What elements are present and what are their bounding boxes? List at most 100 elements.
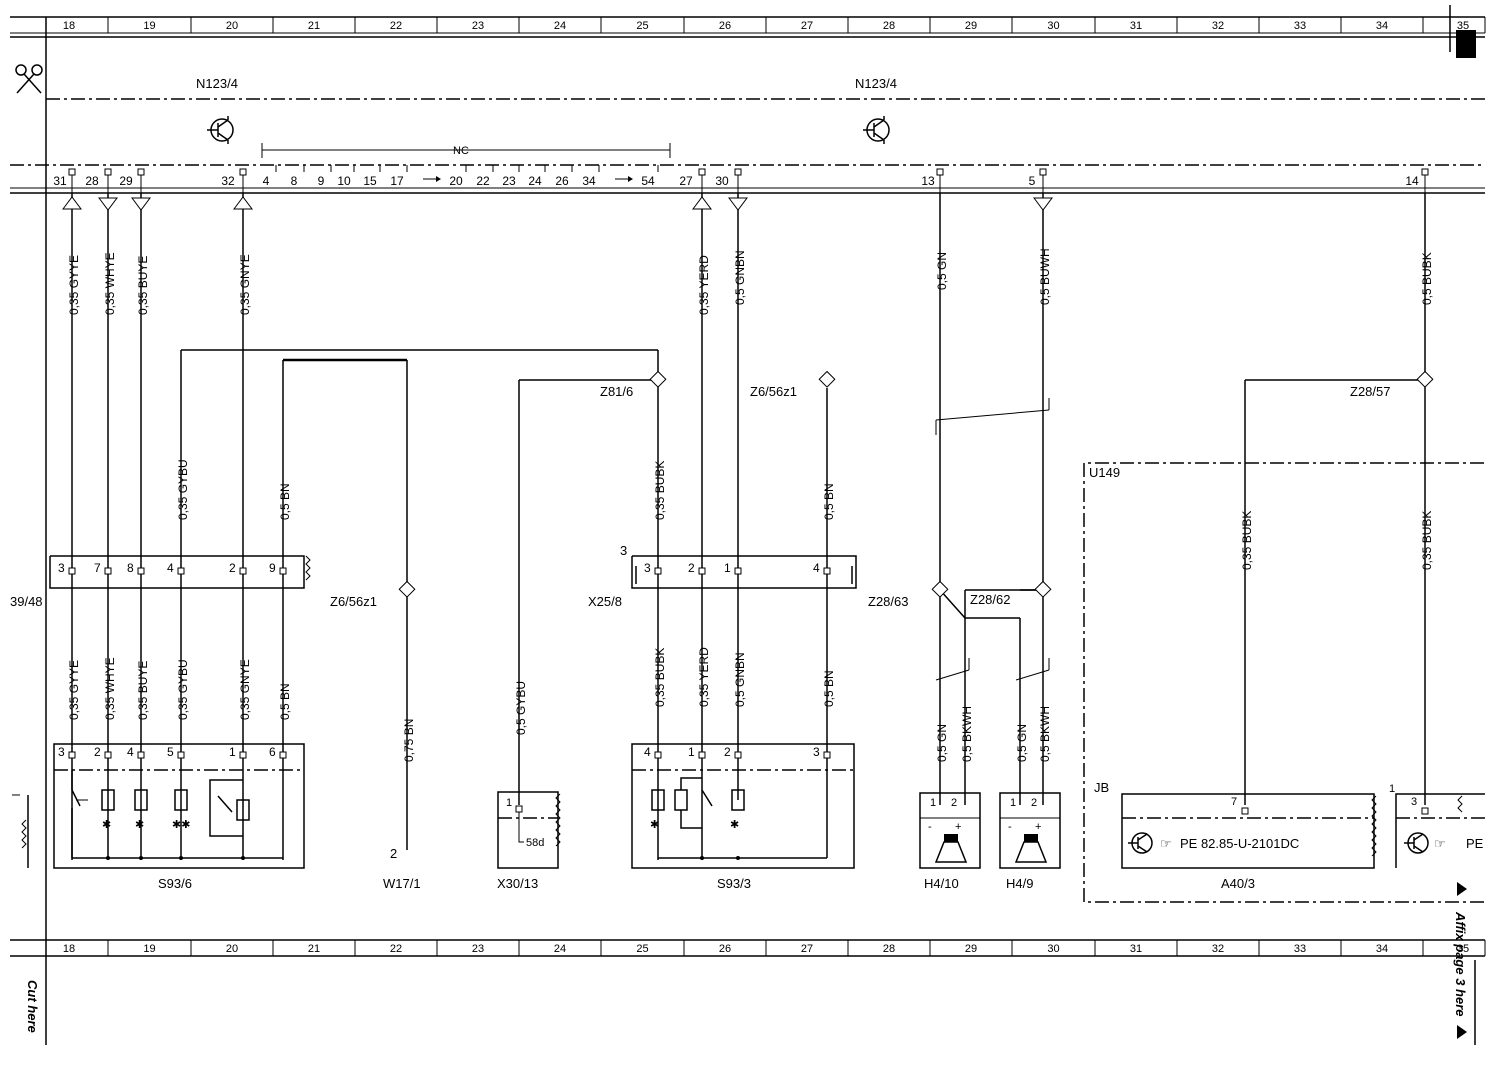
connector-pin xyxy=(279,751,287,759)
h4-10-minus: - xyxy=(928,821,932,833)
module-pin xyxy=(734,168,742,176)
scissors-icon xyxy=(15,64,43,94)
grid-number: 18 xyxy=(63,20,75,32)
s93-3-label: S93/3 xyxy=(717,876,751,891)
connector-pin xyxy=(654,751,662,759)
splice-z28-62: Z28/62 xyxy=(970,592,1010,607)
grid-number: 20 xyxy=(226,943,238,955)
h4-9-plus: + xyxy=(1035,821,1041,833)
connector-pin xyxy=(734,751,742,759)
module-label-left: N123/4 xyxy=(196,76,238,91)
a40-pin-b: 3 xyxy=(1411,796,1417,808)
module-pin-label: 26 xyxy=(555,174,569,188)
connector-pin-label: 5 xyxy=(167,745,174,759)
h4-10-pin-1: 1 xyxy=(930,797,936,809)
h4-9-label: H4/9 xyxy=(1006,876,1033,891)
wire-label: 0,5 BKWH xyxy=(1038,706,1052,762)
module-pin xyxy=(1421,168,1429,176)
svg-text:✱: ✱ xyxy=(730,819,739,831)
connector-pin-label: 6 xyxy=(269,745,276,759)
component-h4-10: 1 2 - + H4/10 xyxy=(919,792,981,891)
connector-pin xyxy=(823,751,831,759)
connector-pin xyxy=(177,751,185,759)
splice-z6-56z1-top: Z6/56z1 xyxy=(750,384,797,399)
connector-pin-label: 1 xyxy=(688,745,695,759)
connector-pin xyxy=(104,751,112,759)
pointing-hand-icon: ☞ xyxy=(1160,836,1172,851)
connector-pin-label: 8 xyxy=(127,561,134,575)
grid-number: 33 xyxy=(1294,943,1306,955)
module-pin xyxy=(1039,168,1047,176)
module-pin-label: 20 xyxy=(449,174,463,188)
connector-pin xyxy=(137,567,145,575)
signal-arrow-icons xyxy=(62,196,1053,211)
connector-pin xyxy=(137,751,145,759)
grid-number: 35 xyxy=(1457,943,1469,955)
connector-pin-label: 2 xyxy=(229,561,236,575)
grid-number: 31 xyxy=(1130,943,1142,955)
wire-label: 0,35 GYYE xyxy=(67,660,81,720)
splice-z81-6: Z81/6 xyxy=(600,384,633,399)
module-pin-label: 22 xyxy=(476,174,490,188)
wire-label: 0,5 BN xyxy=(822,670,836,707)
module-pin-label: 54 xyxy=(641,174,655,188)
connector-pin xyxy=(734,567,742,575)
connector-pin xyxy=(823,567,831,575)
wire-label: 0,35 GYBU xyxy=(176,459,190,520)
svg-text:✱: ✱ xyxy=(135,819,144,831)
connector-pin-label: 3 xyxy=(644,561,651,575)
grid-number: 19 xyxy=(143,20,155,32)
connector-pin-label: 3 xyxy=(813,745,820,759)
wire-label: 0,35 GYBU xyxy=(176,659,190,720)
module-pin xyxy=(698,168,706,176)
connector-pin-label: 1 xyxy=(724,561,731,575)
h4-10-plus: + xyxy=(955,821,961,833)
connector-pin xyxy=(654,567,662,575)
wire-label: 0,5 GN xyxy=(935,252,949,290)
wire-label: 0,5 BUWH xyxy=(1038,248,1052,305)
splice-z6-56z1-mid: Z6/56z1 xyxy=(330,594,377,609)
module-pin xyxy=(936,168,944,176)
wire-label: 0,35 YERD xyxy=(697,255,711,315)
module-pin-label: 31 xyxy=(53,174,67,188)
connector-pin xyxy=(177,567,185,575)
pin-gap-icon xyxy=(423,176,633,182)
connector-x39-label: 39/48 xyxy=(10,594,43,609)
grid-number: 23 xyxy=(472,943,484,955)
connector-pin-label: 2 xyxy=(688,561,695,575)
connector-pin xyxy=(239,751,247,759)
grid-number: 32 xyxy=(1212,20,1224,32)
transistor-icon xyxy=(207,116,234,144)
grid-number: 21 xyxy=(308,20,320,32)
cut-here-label: Cut here xyxy=(25,980,40,1033)
grid-number: 22 xyxy=(390,943,402,955)
connector-pin xyxy=(239,567,247,575)
grid-number: 34 xyxy=(1376,943,1388,955)
grid-number: 32 xyxy=(1212,943,1224,955)
wire-label: 0,5 GYBU xyxy=(514,681,528,735)
component-w17-1: 2 W17/1 xyxy=(383,846,421,891)
module-label-right: N123/4 xyxy=(855,76,897,91)
module-pin-label: 8 xyxy=(291,174,298,188)
component-h4-9: 1 2 - + H4/9 xyxy=(999,792,1061,891)
module-pin xyxy=(239,168,247,176)
grid-number: 22 xyxy=(390,20,402,32)
connector-pin-label: 1 xyxy=(229,745,236,759)
transistor-icon xyxy=(1404,832,1429,854)
connector-pin-label: 9 xyxy=(269,561,276,575)
grid-number: 20 xyxy=(226,20,238,32)
grid-number: 31 xyxy=(1130,20,1142,32)
w17-pin: 2 xyxy=(390,846,397,861)
w17-label: W17/1 xyxy=(383,876,421,891)
affix-page-label: Affix page 3 here xyxy=(1453,911,1468,1017)
grid-number: 24 xyxy=(554,20,566,32)
module-pin-label: 29 xyxy=(119,174,133,188)
svg-text:✱✱: ✱✱ xyxy=(172,819,190,831)
u149-label: U149 xyxy=(1089,465,1120,480)
wire-label: 0,5 BUBK xyxy=(1420,252,1434,305)
h4-9-pin-1: 1 xyxy=(1010,797,1016,809)
grid-number: 34 xyxy=(1376,20,1388,32)
